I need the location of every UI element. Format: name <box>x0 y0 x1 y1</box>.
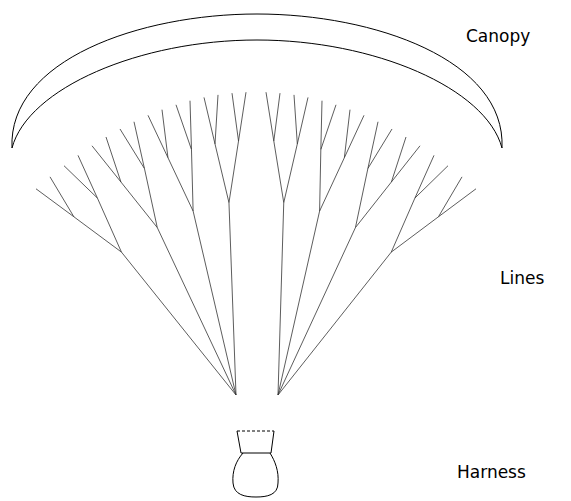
harness-right-strap <box>271 431 274 453</box>
harness-drawing <box>233 431 278 497</box>
suspension-line <box>391 137 406 182</box>
suspension-line <box>190 101 191 150</box>
suspension-line <box>344 115 364 157</box>
part-label: Lines <box>500 268 544 288</box>
suspension-line <box>284 144 298 203</box>
suspension-line <box>106 137 121 182</box>
harness-left-strap <box>237 431 241 453</box>
suspension-line <box>438 177 462 217</box>
suspension-line <box>215 144 229 203</box>
suspension-line <box>134 122 144 169</box>
suspension-line <box>266 92 274 141</box>
suspension-line <box>204 97 215 144</box>
suspension-line <box>368 122 378 169</box>
suspension-line <box>278 203 284 395</box>
suspension-line <box>278 252 391 395</box>
canopy-bottom-edge <box>12 40 502 148</box>
suspension-line <box>391 217 438 252</box>
suspension-line <box>144 169 157 228</box>
suspension-line <box>64 166 97 198</box>
suspension-line <box>229 141 239 203</box>
suspension-line <box>191 150 193 212</box>
suspension-line <box>92 146 121 182</box>
suspension-line <box>321 105 336 150</box>
suspension-line <box>168 158 193 211</box>
suspension-lines <box>36 92 476 395</box>
suspension-line <box>391 146 420 182</box>
suspension-line <box>297 97 308 144</box>
suspension-line <box>274 93 280 141</box>
suspension-line <box>215 95 218 144</box>
suspension-line <box>193 211 236 395</box>
suspension-line <box>320 158 345 211</box>
suspension-line <box>239 92 246 141</box>
suspension-line <box>320 150 321 212</box>
suspension-line <box>232 93 239 141</box>
suspension-line <box>438 189 476 217</box>
suspension-line <box>278 211 320 395</box>
suspension-line <box>278 228 355 395</box>
suspension-line <box>176 105 191 150</box>
suspension-line <box>157 228 236 395</box>
suspension-line <box>229 203 236 395</box>
suspension-line <box>344 110 350 158</box>
part-label: Harness <box>457 462 526 482</box>
harness-pod <box>233 453 278 497</box>
suspension-line <box>391 198 415 252</box>
part-label: Canopy <box>466 26 530 46</box>
suspension-line <box>78 155 97 198</box>
suspension-line <box>415 166 448 198</box>
suspension-line <box>97 198 121 252</box>
suspension-line <box>74 217 122 252</box>
suspension-line <box>294 95 297 144</box>
suspension-line <box>355 169 367 228</box>
canopy-outline <box>12 14 502 148</box>
suspension-line <box>321 101 322 150</box>
harness-top <box>237 431 274 432</box>
suspension-line <box>120 129 144 169</box>
suspension-line <box>36 189 74 217</box>
harness-seat-edge <box>241 453 271 454</box>
suspension-line <box>162 110 168 158</box>
suspension-line <box>121 182 157 228</box>
suspension-line <box>368 129 392 169</box>
suspension-line <box>50 177 74 217</box>
suspension-line <box>274 141 284 203</box>
suspension-line <box>355 182 391 228</box>
suspension-line <box>415 155 434 198</box>
canopy-top-edge <box>12 14 502 148</box>
